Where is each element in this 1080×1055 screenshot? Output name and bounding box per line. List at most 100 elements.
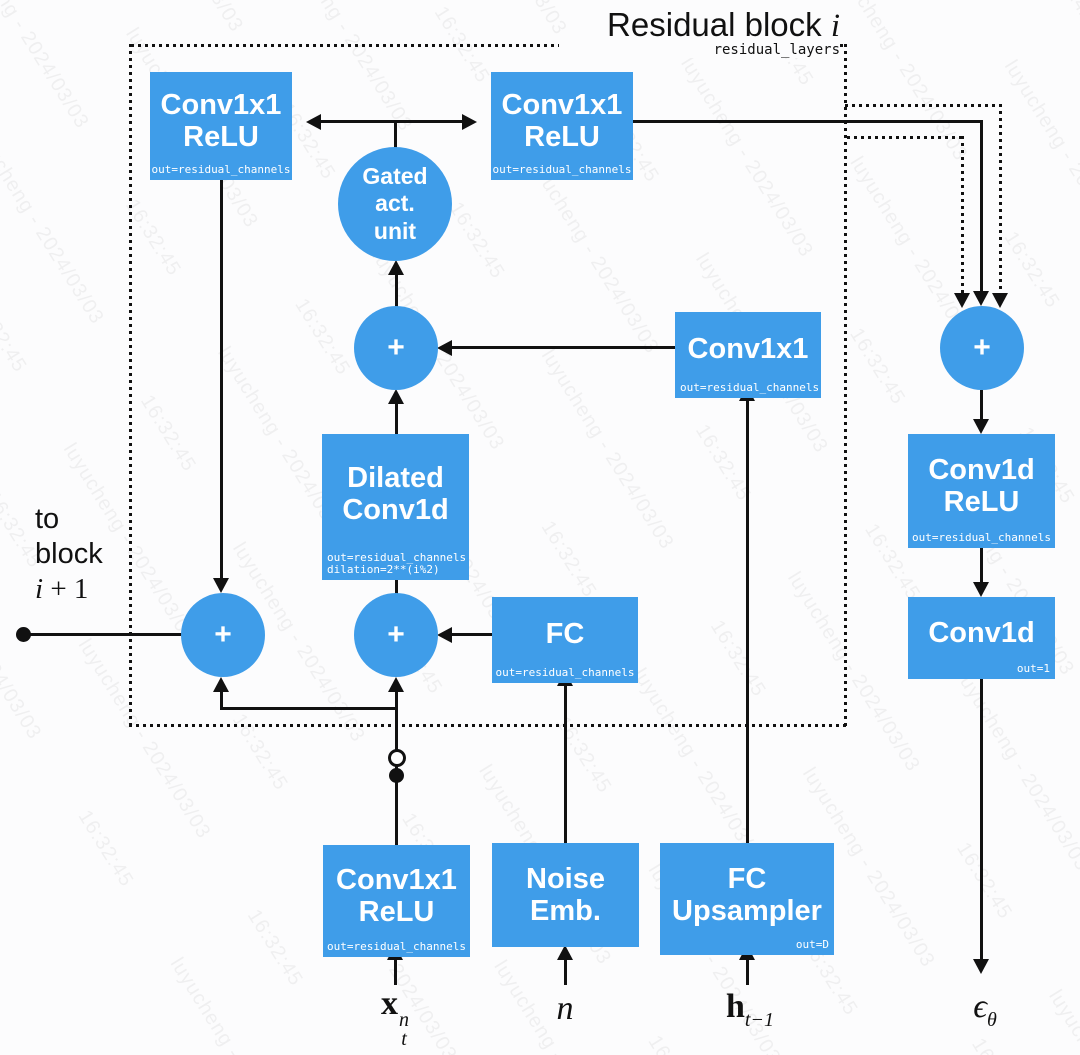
box-label: Dilated [347, 461, 444, 494]
box-param: out=residual_channels [495, 666, 635, 680]
box-param-line: out=residual_channels [327, 550, 467, 564]
skip-connector-dotted [845, 104, 1003, 107]
arrowhead [437, 627, 452, 643]
residual-border-top-right-segment [833, 44, 847, 47]
arrowhead [462, 114, 477, 130]
connector-line [564, 686, 567, 843]
connector-line [320, 120, 462, 123]
conv1x1-conditioner-box: Conv1x1 out=residual_channels [675, 312, 821, 398]
input-label-h: ht−1 [700, 988, 800, 1032]
sum-node-left: + [181, 593, 265, 677]
connector-line [980, 669, 983, 960]
skip-connector-dotted [999, 104, 1002, 292]
conv1x1-relu-box-top: Conv1x1 ReLU out=residual_channels [491, 72, 633, 180]
x-subscript: t [401, 1028, 407, 1050]
arrowhead [557, 945, 573, 960]
x-symbol: x [381, 985, 398, 1022]
residual-layers-sublabel: residual_layers [713, 42, 840, 58]
box-label: Conv1d [928, 453, 1035, 486]
dilated-conv1d-box: Dilated Conv1d out=residual_channels dil… [322, 434, 469, 580]
connector-line [452, 346, 675, 349]
box-label: Conv1d [928, 616, 1035, 649]
connector-line [220, 692, 223, 709]
sum-node-mid: + [354, 593, 438, 677]
residual-block-title: Residual block i residual_layers [575, 4, 840, 58]
to-block-line: to [35, 503, 60, 535]
box-label: ReLU [524, 121, 600, 153]
gated-label: Gated [362, 162, 428, 189]
connector-line [564, 960, 567, 985]
arrowhead [973, 419, 989, 434]
connector-line [633, 120, 982, 123]
box-label: FC [727, 862, 767, 895]
noise-embedding-box: Noise Emb. [492, 843, 639, 947]
residual-index-var: i [830, 8, 840, 44]
skip-connector-dotted [847, 136, 963, 139]
box-label: Conv1x1 [160, 88, 282, 121]
arrowhead [388, 389, 404, 404]
arrowhead [973, 582, 989, 597]
plus-sign: + [387, 331, 405, 364]
to-block-label: to block i + 1 [35, 502, 103, 607]
box-label: Conv1x1 [336, 863, 457, 896]
box-label: Emb. [530, 895, 601, 927]
to-block-line: i + 1 [35, 573, 89, 605]
fc-upsampler-box: FC Upsampler out=D [660, 843, 834, 955]
arrowhead [954, 293, 970, 308]
connector-line [220, 707, 396, 710]
box-param: out=D [795, 938, 829, 952]
output-label-epsilon: ϵθ [935, 988, 1035, 1032]
box-param: out=residual_channels dilation=2**(i%2) [327, 550, 467, 577]
box-label: ReLU [358, 896, 435, 928]
box-param: out=residual_channels [680, 381, 820, 395]
arrowhead [388, 677, 404, 692]
arrowhead [213, 578, 229, 593]
box-label: FC [545, 617, 585, 650]
connector-line [452, 633, 492, 636]
box-label: Conv1x1 [687, 332, 809, 365]
box-param: out=residual_channels [911, 531, 1052, 545]
box-label: Conv1x1 [501, 88, 623, 121]
arrowhead [306, 114, 321, 130]
connector-line [980, 390, 983, 420]
connector-line [395, 275, 398, 307]
to-block-line: block [35, 538, 103, 570]
arrowhead [437, 340, 452, 356]
connector-line [23, 633, 183, 636]
box-param: out=residual_channels [326, 940, 467, 954]
box-param: out=1 [1016, 662, 1050, 676]
connector-line [980, 120, 983, 292]
box-param-line: dilation=2**(i%2) [327, 563, 440, 577]
plus-sign: + [214, 618, 232, 651]
connector-line [746, 960, 749, 985]
fc-box: FC out=residual_channels [492, 597, 638, 683]
arrowhead [213, 677, 229, 692]
box-param: out=residual_channels [151, 163, 291, 177]
box-label: ReLU [183, 121, 259, 153]
sum-node-conditioner: + [354, 306, 438, 390]
terminal-dot [16, 627, 31, 642]
box-param: out=residual_channels [492, 163, 632, 177]
input-label-n: n [556, 990, 574, 1027]
box-label: Noise [526, 862, 605, 895]
connector-line [395, 568, 398, 594]
connector-line [746, 401, 749, 843]
residual-border-right [844, 44, 847, 726]
residual-block-title-text: Residual block i [607, 6, 840, 44]
conv1x1-relu-box-input: Conv1x1 ReLU out=residual_channels [323, 845, 470, 957]
connector-line [980, 538, 983, 583]
sum-node-skip: + [940, 306, 1024, 390]
connector-line [394, 960, 397, 985]
connector-line [395, 404, 398, 435]
residual-border-bottom [129, 724, 847, 727]
gated-label: unit [373, 217, 417, 244]
arrowhead [992, 293, 1008, 308]
arrowhead [973, 959, 989, 974]
residual-border-left [129, 44, 132, 726]
skip-connector-dotted [961, 136, 964, 294]
arrowhead [973, 291, 989, 306]
h-symbol: h [726, 988, 745, 1025]
conv1d-relu-box: Conv1d ReLU out=residual_channels [908, 434, 1055, 548]
